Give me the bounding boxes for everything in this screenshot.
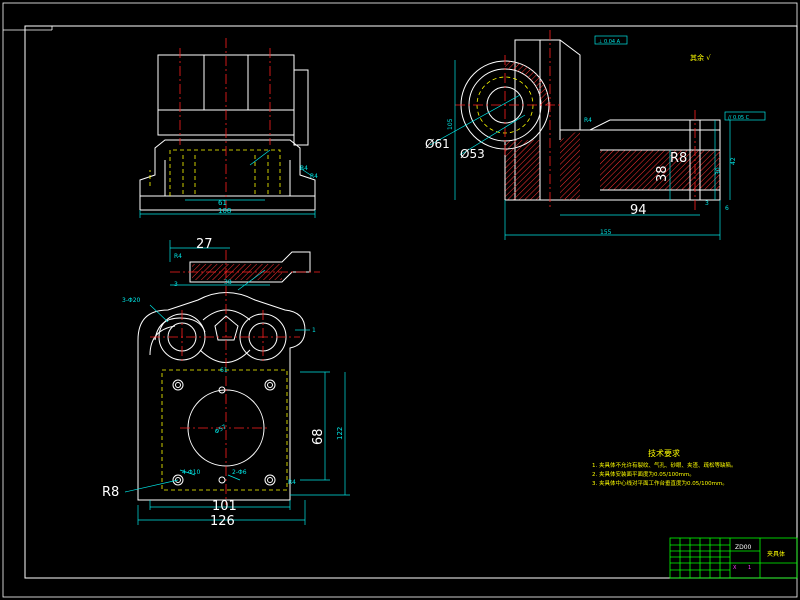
side-dim-155: 155 xyxy=(600,229,612,236)
top-dim-122: 122 xyxy=(336,427,344,440)
side-dim-3: 3 xyxy=(705,200,709,207)
technical-notes: 技术要求 1. 夹具体不允许有裂纹、气孔、砂眼、夹渣、疏松等缺陷。 2. 夹具体… xyxy=(592,448,737,487)
top-dim-r4b: R4 xyxy=(288,479,296,486)
front-dim-r4a: R4 xyxy=(300,165,308,172)
side-dim-30: 30 xyxy=(715,167,722,175)
front-dim-r4b: R4 xyxy=(310,173,318,180)
front-dim-61: 61 xyxy=(218,199,227,207)
top-dim-3: 3 xyxy=(174,281,178,288)
notes-line-1: 1. 夹具体不允许有裂纹、气孔、砂眼、夹渣、疏松等缺陷。 xyxy=(592,461,737,469)
front-view: 61 108 R4 R4 xyxy=(139,38,318,218)
side-view: Ø61 Ø53 38 R8 94 155 30 42 105 R4 3 6 ⊥ … xyxy=(425,30,766,240)
top-view: 27 R4 3 38 3-Φ20 68 122 R8 101 126 4-Φ10… xyxy=(102,237,350,529)
title-block: ZD00 夹具体 X 1 xyxy=(669,537,798,579)
top-dim-27: 27 xyxy=(196,237,213,252)
top-dim-r8: R8 xyxy=(102,485,119,500)
notes-line-2: 2. 夹具体安装面平面度为0.05/100mm。 xyxy=(592,470,695,478)
side-dim-6: 6 xyxy=(725,205,729,212)
side-dim-94: 94 xyxy=(630,203,647,218)
roughness-note: 其余 √ xyxy=(690,53,711,62)
side-dim-r4: R4 xyxy=(584,117,592,124)
side-dim-105: 105 xyxy=(447,118,454,130)
title-name: 夹具体 xyxy=(767,550,785,558)
notes-title: 技术要求 xyxy=(648,448,680,458)
top-dim-101: 101 xyxy=(212,499,237,514)
top-dim-38: 38 xyxy=(224,279,232,286)
title-sub1: X xyxy=(733,565,737,571)
side-tolerance-top: ⊥ 0.04 A xyxy=(598,39,621,45)
notes-line-3: 3. 夹具体中心线对平面工作台垂直度为0.05/100mm。 xyxy=(592,479,728,487)
side-tolerance-right: // 0.05 C xyxy=(728,115,750,121)
side-dim-phi61: Ø61 xyxy=(425,137,450,151)
front-dim-108: 108 xyxy=(218,207,231,215)
title-code: ZD00 xyxy=(735,544,752,551)
top-dim-4d10: 4-Φ10 xyxy=(182,469,201,476)
title-sub2: 1 xyxy=(748,565,751,571)
top-dim-2d6: 2-Φ6 xyxy=(232,469,247,476)
top-dim-r4: R4 xyxy=(174,253,182,260)
side-dim-phi53: Ø53 xyxy=(460,147,485,161)
side-dim-38: 38 xyxy=(655,165,670,182)
top-dim-126: 126 xyxy=(210,514,235,529)
side-dim-r8: R8 xyxy=(670,151,687,166)
top-dim-68: 68 xyxy=(311,428,326,445)
side-dim-42: 42 xyxy=(730,157,737,165)
top-dim-3d20: 3-Φ20 xyxy=(122,297,141,304)
top-dim-1: 1 xyxy=(312,327,316,334)
top-dim-61b: 61 xyxy=(220,367,228,374)
